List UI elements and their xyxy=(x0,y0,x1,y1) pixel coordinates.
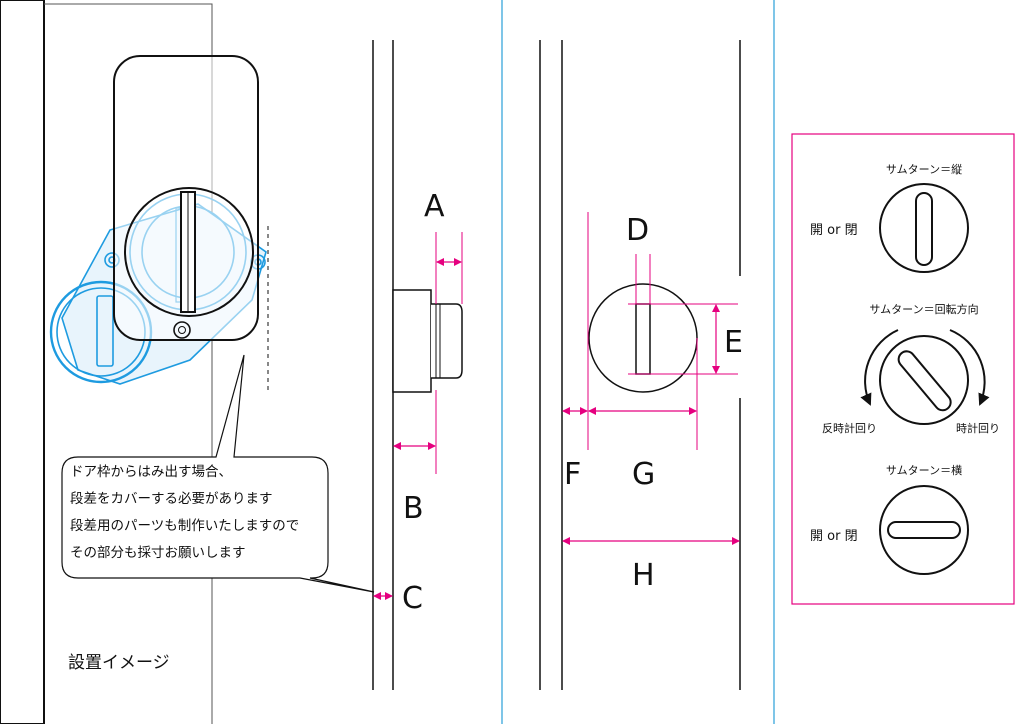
callout-line-4: その部分も採寸お願いします xyxy=(70,545,246,561)
legend-ccw: 反時計回り xyxy=(822,421,877,435)
legend-horizontal-side: 開 or 閉 xyxy=(810,529,858,544)
lock-device xyxy=(113,55,259,341)
thumbturn-base-side xyxy=(392,289,432,393)
legend-cw: 時計回り xyxy=(956,421,1000,435)
front-view: D E F G H xyxy=(539,40,743,690)
label-g: G xyxy=(632,457,655,492)
label-f: F xyxy=(564,457,581,492)
label-b: B xyxy=(403,491,424,526)
callout-line-3: 段差用のパーツも制作いたしますので xyxy=(70,518,299,534)
thumbturn-legend: サムターン＝縦 開 or 閉 サムターン＝回転方向 反時計回り 時計回り サムタ… xyxy=(791,133,1015,605)
install-image-panel: ドア枠からはみ出す場合、 段差をカバーする必要があります 段差用のパーツも制作い… xyxy=(0,0,375,724)
label-d: D xyxy=(626,213,649,248)
callout-bubble xyxy=(61,354,375,593)
callout-line-1: ドア枠からはみ出す場合、 xyxy=(70,464,232,480)
label-h: H xyxy=(632,558,655,593)
thumbturn-knob-side xyxy=(431,303,463,379)
label-a: A xyxy=(424,189,445,224)
label-e: E xyxy=(724,325,743,360)
cw-arrow-icon xyxy=(949,329,990,406)
legend-vertical-title: サムターン＝縦 xyxy=(886,163,962,176)
legend-vertical-side: 開 or 閉 xyxy=(810,223,858,238)
ccw-arrow-icon xyxy=(860,329,899,406)
thumbturn-knob-front xyxy=(635,303,651,375)
label-c: C xyxy=(402,581,423,616)
door-frame-edge xyxy=(0,0,45,724)
legend-rotation-title: サムターン＝回転方向 xyxy=(869,302,978,316)
side-view: A B C xyxy=(372,40,463,690)
install-image-label: 設置イメージ xyxy=(68,653,170,673)
callout-line-2: 段差をカバーする必要があります xyxy=(70,491,273,507)
legend-horizontal-title: サムターン＝横 xyxy=(886,463,962,477)
